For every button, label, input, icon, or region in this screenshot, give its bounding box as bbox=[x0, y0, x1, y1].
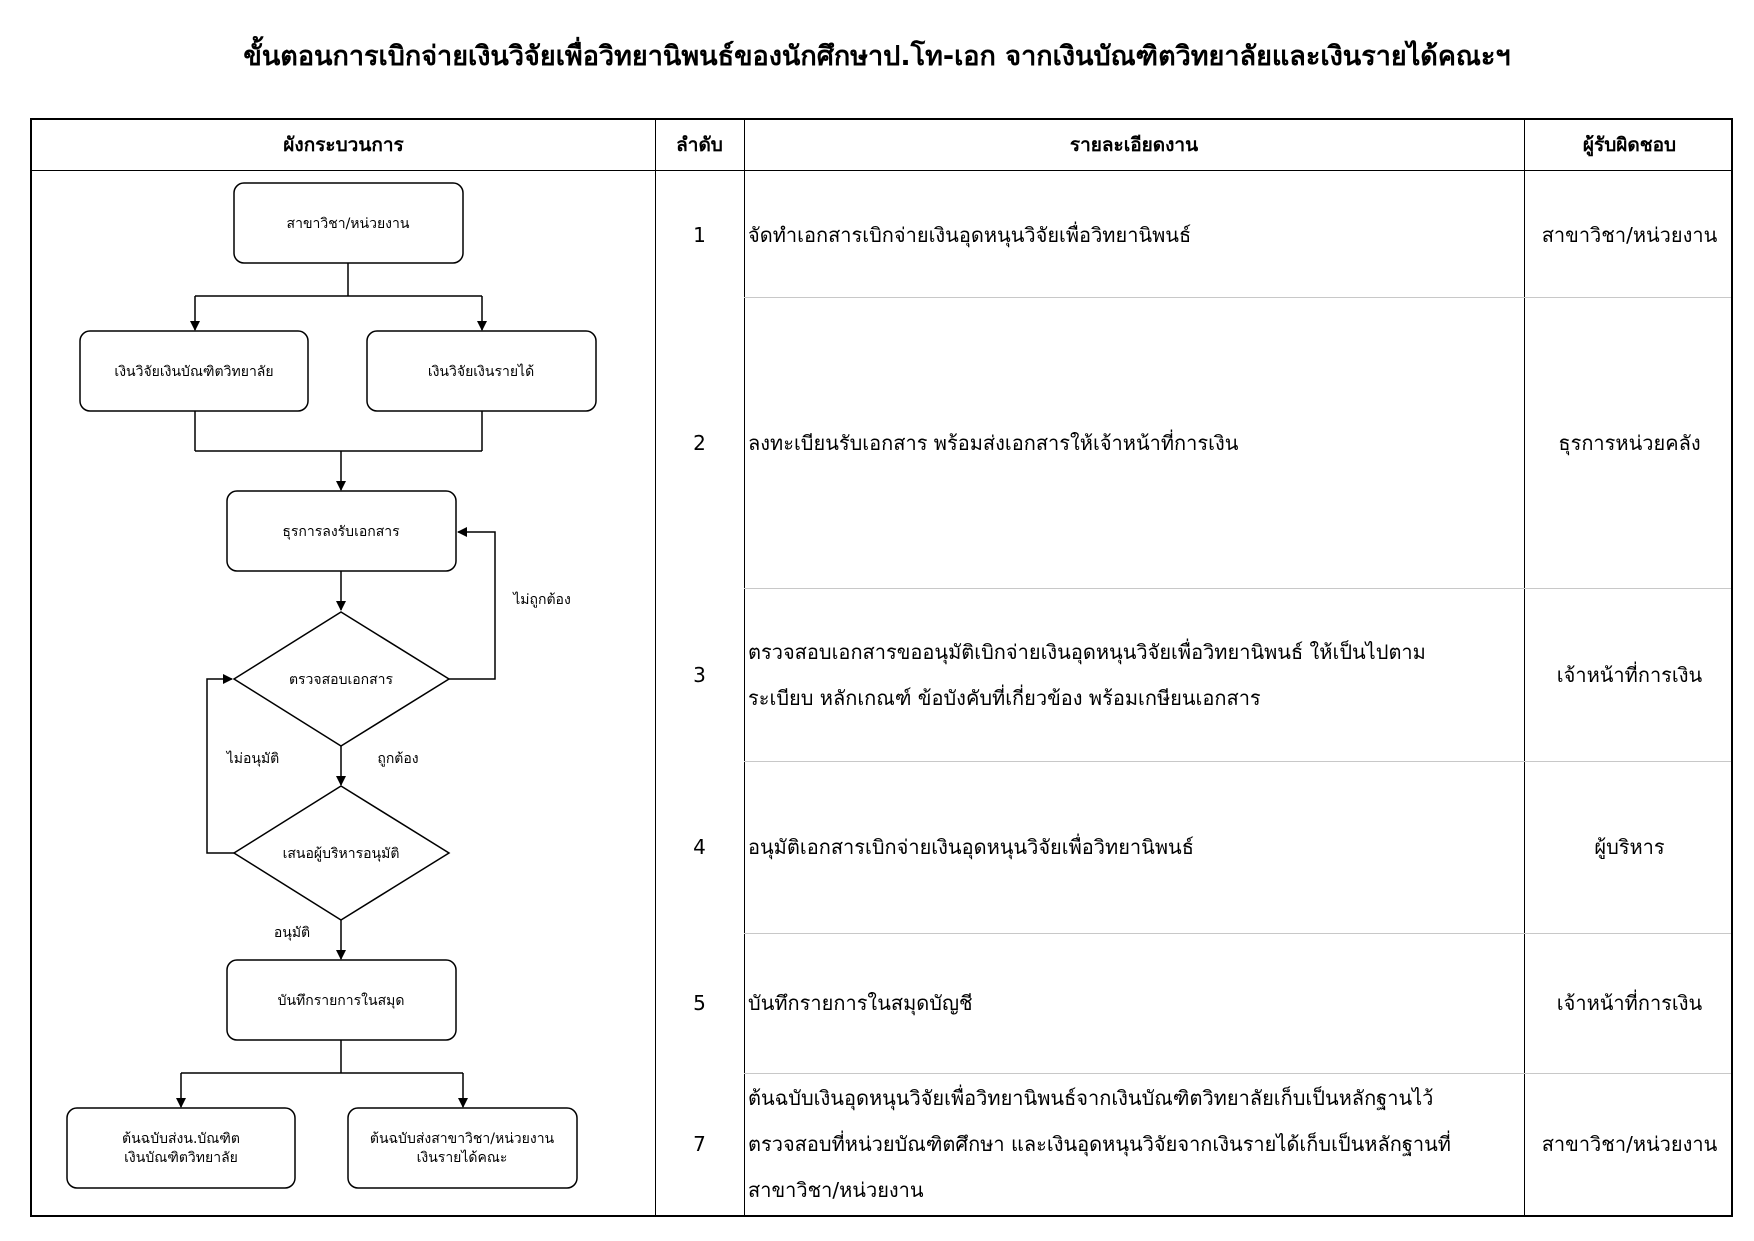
row-responsible: ธุรการหน่วยคลัง bbox=[1558, 430, 1701, 455]
header-order: ลำดับ bbox=[676, 134, 723, 156]
flow-incorrect-label: ไม่ถูกต้อง bbox=[512, 591, 571, 608]
row-responsible: สาขาวิชา/หน่วยงาน bbox=[1541, 222, 1718, 247]
header-detail: รายละเอียดงาน bbox=[1069, 134, 1199, 156]
row-detail: ต้นฉบับเงินอุดหนุนวิจัยเพื่อวิทยานิพนธ์จ… bbox=[748, 1086, 1451, 1202]
row-divider bbox=[744, 297, 1731, 298]
column-divider bbox=[744, 120, 745, 1215]
flow-grad-fund-box bbox=[79, 330, 309, 412]
flow-output-right-label-1: ต้นฉบับส่งสาขาวิชา/หน่วยงาน bbox=[370, 1131, 555, 1147]
row-divider bbox=[744, 933, 1731, 934]
process-table: ผังกระบวนการ ลำดับ รายละเอียดงาน ผู้รับผ… bbox=[30, 118, 1733, 1217]
flow-record-label: บันทึกรายการในสมุด bbox=[278, 992, 405, 1009]
row-detail: ลงทะเบียนรับเอกสาร พร้อมส่งเอกสารให้เจ้า… bbox=[748, 430, 1239, 455]
row-number: 7 bbox=[693, 1132, 706, 1156]
flow-not-approved-label: ไม่อนุมัติ bbox=[226, 750, 280, 767]
flow-loop-not-approved bbox=[206, 674, 234, 854]
row-number: 1 bbox=[693, 222, 706, 247]
row-number: 5 bbox=[693, 991, 706, 1015]
flow-output-left-label-1: ต้นฉบับส่งน.บัณฑิต bbox=[122, 1131, 240, 1147]
row-responsible: เจ้าหน้าที่การเงิน bbox=[1556, 662, 1703, 687]
header-divider bbox=[32, 170, 1731, 171]
flow-output-left-box bbox=[66, 1107, 296, 1189]
flow-grad-fund-label: เงินวิจัยเงินบัณฑิตวิทยาลัย bbox=[114, 364, 273, 380]
flow-propose-label: เสนอผู้บริหารอนุมัติ bbox=[283, 846, 400, 862]
row-divider bbox=[744, 588, 1731, 589]
flow-output-left-label-2: เงินบัณฑิตวิทยาลัย bbox=[124, 1150, 238, 1166]
row-responsible: ผู้บริหาร bbox=[1594, 835, 1665, 859]
row-detail: ตรวจสอบเอกสารขออนุมัติเบิกจ่ายเงินอุดหนุ… bbox=[748, 639, 1426, 710]
row-detail: บันทึกรายการในสมุดบัญชี bbox=[748, 991, 973, 1015]
page-title: ขั้นตอนการเบิกจ่ายเงินวิจัยเพื่อวิทยานิพ… bbox=[243, 41, 1511, 72]
row-number: 3 bbox=[693, 662, 706, 687]
row-number: 4 bbox=[693, 835, 706, 859]
row-divider bbox=[744, 761, 1731, 762]
flow-loop-incorrect bbox=[449, 527, 496, 680]
column-divider bbox=[655, 120, 656, 1215]
flow-correct-label: ถูกต้อง bbox=[377, 751, 418, 767]
row-number: 2 bbox=[693, 430, 706, 455]
row-responsible: เจ้าหน้าที่การเงิน bbox=[1556, 991, 1703, 1015]
row-divider bbox=[744, 1073, 1731, 1074]
flow-receive-label: ธุรการลงรับเอกสาร bbox=[282, 524, 400, 540]
row-detail: อนุมัติเอกสารเบิกจ่ายเงินอุดหนุนวิจัยเพื… bbox=[748, 835, 1194, 859]
column-divider bbox=[1524, 120, 1525, 1215]
flow-output-right-label-2: เงินรายได้คณะ bbox=[417, 1149, 508, 1166]
flow-income-fund-label: เงินวิจัยเงินรายได้ bbox=[428, 363, 534, 380]
row-detail: จัดทำเอกสารเบิกจ่ายเงินอุดหนุนวิจัยเพื่อ… bbox=[748, 222, 1192, 247]
flow-output-right-box bbox=[347, 1107, 578, 1189]
row-responsible: สาขาวิชา/หน่วยงาน bbox=[1541, 1132, 1718, 1156]
flow-approved-label: อนุมัติ bbox=[274, 925, 310, 941]
header-responsible: ผู้รับผิดชอบ bbox=[1582, 134, 1677, 156]
header-process: ผังกระบวนการ bbox=[283, 134, 404, 156]
flow-start-label: สาขาวิชา/หน่วยงาน bbox=[287, 216, 410, 232]
flow-check-label: ตรวจสอบเอกสาร bbox=[289, 672, 394, 688]
